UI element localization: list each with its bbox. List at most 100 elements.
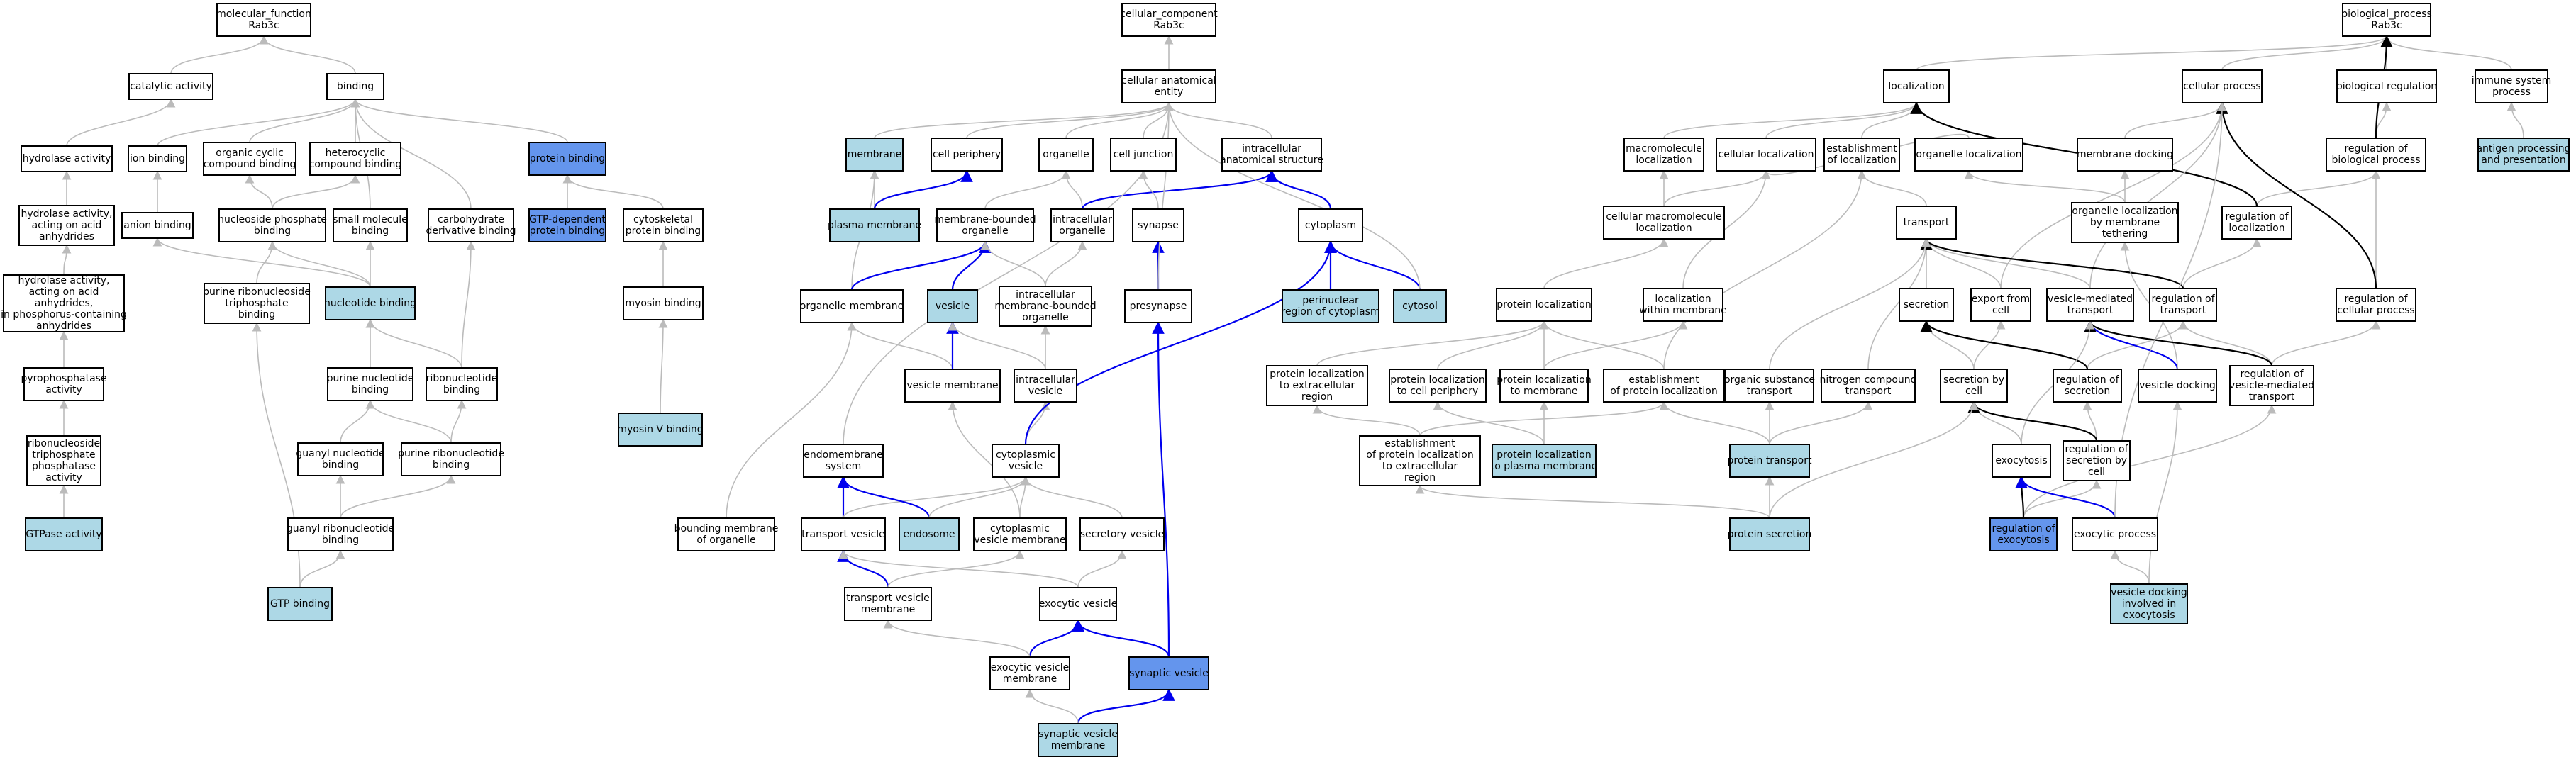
go-term-label: in phosphorus-containing xyxy=(1,309,127,320)
go-term-box xyxy=(528,208,606,242)
edge-intraorg-to-ias xyxy=(1081,169,1278,210)
go-term-node-transport: transport xyxy=(1896,206,1957,240)
go-term-label: pyrophosphatase xyxy=(21,373,106,384)
go-term-label: endosome xyxy=(903,529,955,540)
go-term-node-exoves: exocytic vesicle xyxy=(1039,587,1117,621)
go-term-label: anhydrides xyxy=(39,231,94,242)
go-term-label: intracellular xyxy=(1016,289,1075,301)
go-term-box xyxy=(1132,208,1184,242)
go-term-box xyxy=(829,208,920,242)
edge-vesmem-to-orgmem xyxy=(847,321,953,370)
go-term-box xyxy=(989,656,1070,690)
go-term-label: Rab3c xyxy=(1153,20,1184,31)
edge-celljunction-to-cae xyxy=(1143,101,1174,139)
go-term-label: process xyxy=(2492,86,2531,98)
go-term-label: compound binding xyxy=(309,159,402,170)
edge-protsec-to-estprotlocextra xyxy=(1415,484,1770,519)
go-term-label: anatomical structure xyxy=(1220,155,1323,166)
go-term-box xyxy=(1823,138,1900,172)
go-term-box xyxy=(528,142,606,176)
go-term-label: acting on acid xyxy=(32,220,102,231)
go-term-label: organelle xyxy=(1022,312,1068,323)
go-term-label: protein transport xyxy=(1728,455,1812,466)
edge-cytoves-to-intraves xyxy=(1025,400,1050,445)
go-term-label: region xyxy=(1404,472,1436,483)
go-term-label: compound binding xyxy=(204,159,296,170)
go-term-node-hydroacidp: hydrolase activity,acting on acidanhydri… xyxy=(1,274,127,332)
go-term-box xyxy=(287,517,394,551)
go-term-label: transport xyxy=(1747,386,1793,397)
go-term-label: nucleotide binding xyxy=(324,298,416,309)
go-term-box xyxy=(904,369,1001,403)
edge-vesmedtrans-to-cellproc xyxy=(2089,101,2227,289)
go-term-label: within membrane xyxy=(1639,305,1727,316)
go-term-box xyxy=(973,517,1067,551)
go-term-label: protein binding xyxy=(530,225,605,237)
go-term-node-vesdock: vesicle docking xyxy=(2138,369,2217,403)
go-term-label: secretion by xyxy=(2066,455,2127,466)
go-term-label: organic cyclic xyxy=(216,147,284,159)
go-term-label: acting on acid xyxy=(29,286,99,298)
edge-exoves-to-secves xyxy=(1077,549,1127,588)
go-term-label: organelle xyxy=(962,225,1008,237)
edge-synvesmem-to-synves xyxy=(1077,688,1175,724)
go-term-label: of organelle xyxy=(696,534,755,546)
edge-regexo-to-exocytosis xyxy=(2015,476,2028,519)
go-term-label: membrane docking xyxy=(2077,149,2173,160)
go-term-box xyxy=(1914,138,2023,172)
edge-vesmedtrans-to-transport xyxy=(1921,237,2091,289)
go-term-box xyxy=(2336,69,2437,103)
edge-transport-to-estloc xyxy=(1857,169,1927,207)
go-term-box xyxy=(128,145,187,172)
go-term-box xyxy=(203,142,296,176)
edge-cellproc-to-bp xyxy=(2221,35,2392,71)
go-term-label: regulation of xyxy=(2055,374,2119,386)
go-term-box xyxy=(23,367,104,401)
go-term-label: cell periphery xyxy=(933,149,1001,160)
go-term-label: membrane-bounded xyxy=(934,214,1036,225)
go-term-box xyxy=(2110,583,2188,624)
go-term-node-catalytic: catalytic activity xyxy=(128,73,213,100)
go-term-box xyxy=(2046,288,2134,322)
go-term-box xyxy=(618,413,703,447)
go-term-label: cellular localization xyxy=(1719,149,1814,160)
go-term-label: tethering xyxy=(2102,228,2148,240)
edge-prottrans-to-nitrotrans xyxy=(1769,400,1873,445)
go-term-label: endomembrane xyxy=(804,449,883,461)
go-term-box xyxy=(677,517,775,551)
go-term-label: cell junction xyxy=(1114,149,1174,160)
edge-protlocperiph-to-protloc xyxy=(1437,320,1549,370)
go-term-box xyxy=(801,517,886,551)
go-term-box xyxy=(1970,288,2031,322)
go-term-box xyxy=(428,208,514,242)
go-term-box xyxy=(1038,138,1094,172)
go-term-label: exocytosis xyxy=(1997,534,2049,546)
go-term-label: cellular process xyxy=(2337,305,2414,316)
edge-vesdockexo-to-vesdock xyxy=(2148,400,2182,585)
go-term-box xyxy=(2182,69,2263,103)
go-term-label: nucleoside phosphate xyxy=(218,214,327,225)
go-term-label: vesicle membrane xyxy=(906,380,998,391)
edge-secbycell-to-exportcell xyxy=(1973,320,2006,370)
edge-organiccyc-to-binding xyxy=(249,98,360,143)
edge-cytoplasm-to-ias xyxy=(1265,169,1332,210)
edge-estprotloc-to-estloc xyxy=(1663,169,1867,370)
go-term-label: intracellular xyxy=(1016,374,1075,386)
go-term-box xyxy=(1221,138,1322,172)
go-term-label: ion binding xyxy=(130,153,185,164)
go-term-label: GTPase activity xyxy=(26,529,101,540)
edge-macroloc-to-localization xyxy=(1663,101,1921,139)
go-term-label: involved in xyxy=(2122,598,2177,610)
edge-exocytosis-to-secbycell xyxy=(1969,400,2022,445)
